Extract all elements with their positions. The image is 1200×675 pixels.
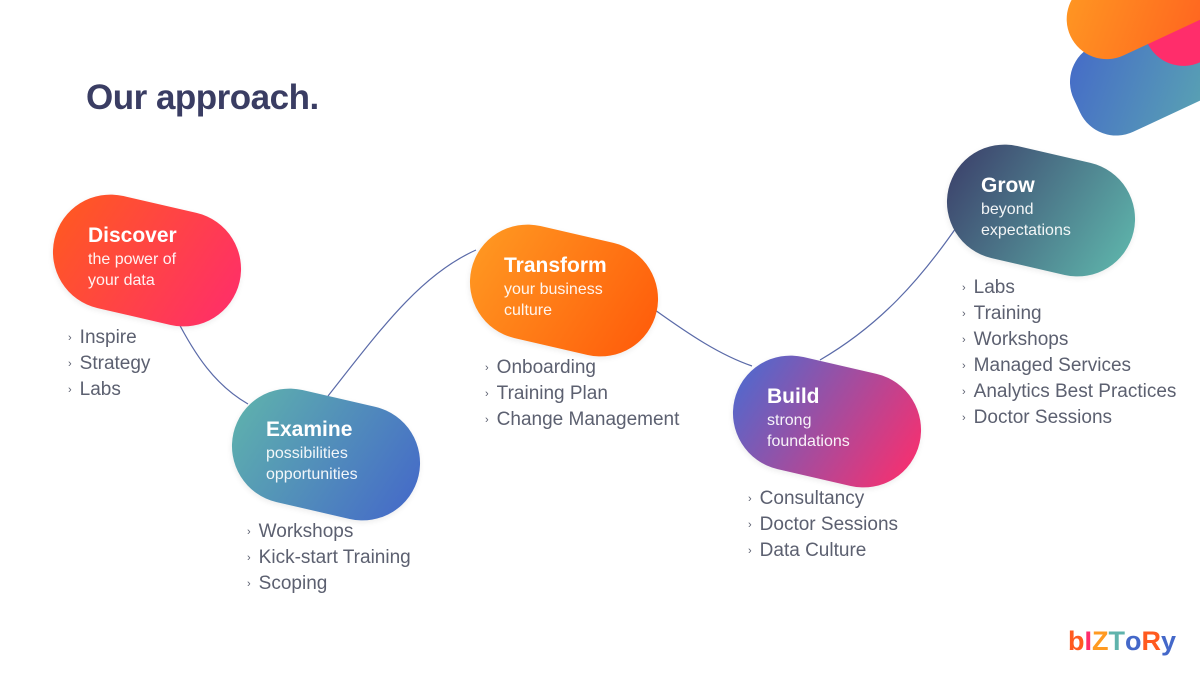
discover-text: Discover the power of your data	[88, 223, 177, 291]
list-item: ›Doctor Sessions	[962, 407, 1113, 428]
logo-letter: T	[1108, 626, 1126, 656]
list-item: ›Scoping	[247, 573, 328, 594]
build-subtitle-2: foundations	[767, 433, 850, 450]
biztory-logo: bIZToRy	[1068, 626, 1176, 657]
list-item: ›Inspire	[68, 327, 137, 348]
discover-items: ›Inspire ›Strategy ›Labs	[68, 326, 150, 404]
logo-letter: Z	[1092, 626, 1109, 656]
grow-subtitle-1: beyond	[981, 201, 1034, 218]
list-item: ›Training Plan	[485, 383, 608, 404]
list-item: ›Workshops	[962, 329, 1069, 350]
transform-heading: Transform	[504, 254, 607, 277]
logo-letter: y	[1161, 626, 1177, 656]
list-item: ›Data Culture	[748, 540, 867, 561]
list-item: ›Strategy	[68, 353, 151, 374]
list-item: ›Labs	[962, 277, 1015, 298]
connector-build-grow	[819, 224, 959, 361]
list-item: ›Analytics Best Practices	[962, 381, 1177, 402]
logo-letter: R	[1141, 626, 1162, 656]
discover-subtitle-1: the power of	[88, 251, 177, 268]
examine-items: ›Workshops ›Kick-start Training ›Scoping	[247, 520, 411, 598]
transform-text: Transform your business culture	[504, 253, 607, 321]
list-item: ›Labs	[68, 379, 121, 400]
examine-heading: Examine	[266, 418, 353, 441]
page-title: Our approach.	[86, 78, 319, 117]
list-item: ›Onboarding	[485, 357, 596, 378]
connector-discover-examine	[175, 317, 249, 405]
build-items: ›Consultancy ›Doctor Sessions ›Data Cult…	[748, 487, 898, 565]
list-item: ›Change Management	[485, 409, 680, 430]
grow-items: ›Labs ›Training ›Workshops ›Managed Serv…	[962, 276, 1176, 432]
connector-transform-build	[654, 309, 753, 367]
logo-letter: I	[1084, 626, 1093, 656]
examine-subtitle-1: possibilities	[266, 445, 348, 462]
list-item: ›Training	[962, 303, 1042, 324]
connector-examine-transform	[327, 249, 477, 397]
transform-subtitle-2: culture	[504, 302, 553, 319]
transform-subtitle-1: your business	[504, 281, 603, 298]
transform-items: ›Onboarding ›Training Plan ›Change Manag…	[485, 356, 679, 434]
list-item: ›Kick-start Training	[247, 547, 411, 568]
build-subtitle-1: strong	[767, 412, 812, 429]
discover-heading: Discover	[88, 224, 177, 247]
examine-text: Examine possibilities opportunities	[266, 417, 358, 485]
list-item: ›Consultancy	[748, 488, 865, 509]
list-item: ›Workshops	[247, 521, 354, 542]
grow-heading: Grow	[981, 174, 1035, 197]
logo-letter: o	[1125, 626, 1142, 656]
discover-subtitle-2: your data	[88, 272, 155, 289]
examine-subtitle-2: opportunities	[266, 466, 358, 483]
build-heading: Build	[767, 385, 820, 408]
logo-letter: b	[1068, 626, 1085, 656]
build-text: Build strong foundations	[767, 384, 850, 452]
grow-subtitle-2: expectations	[981, 222, 1071, 239]
grow-text: Grow beyond expectations	[981, 173, 1071, 241]
list-item: ›Doctor Sessions	[748, 514, 899, 535]
list-item: ›Managed Services	[962, 355, 1132, 376]
